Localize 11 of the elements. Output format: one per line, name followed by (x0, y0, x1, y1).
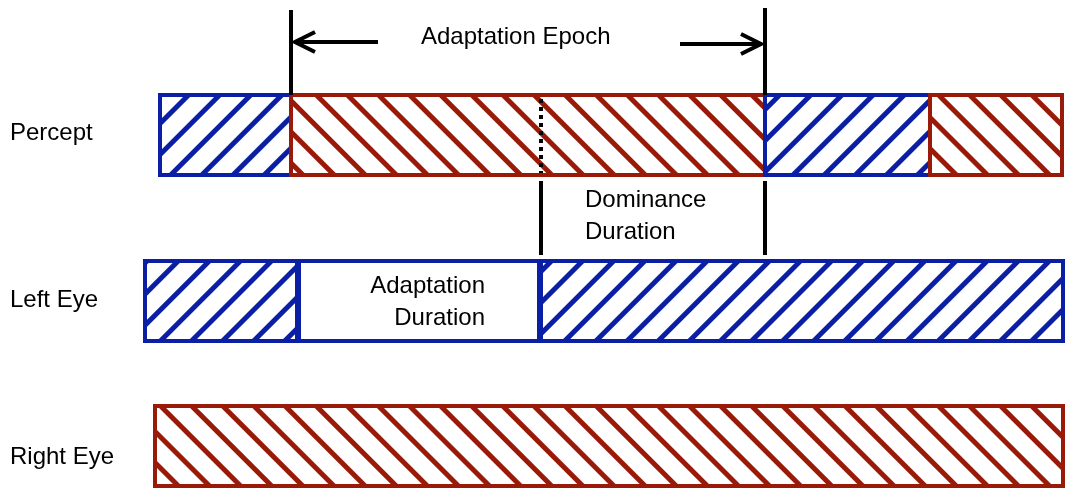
row-label: Percept (10, 117, 93, 147)
segment-label: Adaptation Duration (369, 270, 485, 332)
row-label: Right Eye (10, 441, 115, 471)
hatched-bar-segment (143, 259, 299, 343)
span-label: Dominance Duration (585, 184, 708, 246)
blank-bar-segment (297, 259, 541, 343)
hatched-bar-segment (539, 259, 1065, 343)
row-label: Left Eye (10, 284, 99, 314)
hatched-bar-segment (928, 93, 1064, 177)
span-label: Adaptation Epoch (421, 21, 611, 51)
hatched-bar-segment (153, 404, 1065, 488)
